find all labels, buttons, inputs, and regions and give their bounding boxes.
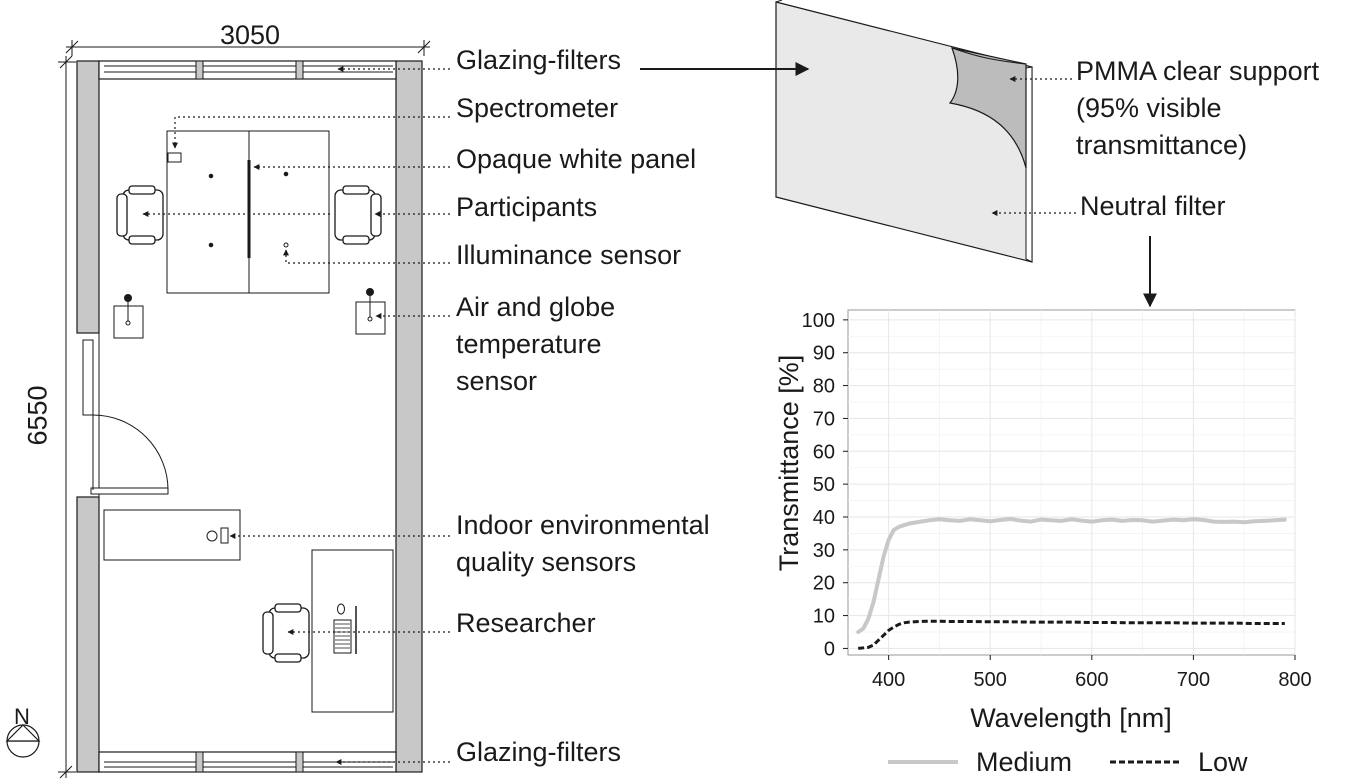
label-participants: Participants <box>456 192 598 222</box>
participant-chair-left <box>116 185 164 245</box>
legend-label-low: Low <box>1198 747 1248 777</box>
y-tick-label: 20 <box>813 573 835 595</box>
label-glazing-bottom: Glazing-filters <box>456 737 622 767</box>
y-tick-label: 50 <box>813 474 835 496</box>
x-axis-label: Wavelength [nm] <box>970 703 1172 733</box>
globe-sensor-left <box>113 294 144 339</box>
label-glazing-top: Glazing-filters <box>456 45 622 75</box>
label-spectrometer: Spectrometer <box>456 93 619 123</box>
label-researcher: Researcher <box>456 608 596 638</box>
floor-plan <box>5 40 450 779</box>
participant-chair-right <box>334 185 382 245</box>
y-tick-label: 80 <box>813 376 835 398</box>
chart-grid <box>848 310 1296 655</box>
door <box>82 332 169 498</box>
chart-legend: Medium Low <box>888 747 1248 777</box>
label-air-globe: Air and globe temperature sensor <box>456 292 616 396</box>
height-dimension-label: 6550 <box>22 385 53 446</box>
globe-sensor-right <box>355 288 386 335</box>
plot-panel <box>847 309 1296 656</box>
x-tick-label: 800 <box>1278 669 1311 691</box>
height-dimension <box>58 55 76 779</box>
y-tick-label: 30 <box>813 540 835 562</box>
transmittance-chart: 400 500 600 700 800 0 10 20 30 40 50 60 70 80 90 100 Wa… <box>774 309 1312 777</box>
x-tick-label: 400 <box>872 669 905 691</box>
ieq-desk <box>103 509 241 561</box>
filter-illustration <box>775 0 1033 263</box>
width-dimension <box>65 40 431 56</box>
x-tick-label: 700 <box>1177 669 1210 691</box>
north-label: N <box>14 704 30 729</box>
y-tick-label: 10 <box>813 606 835 628</box>
x-tick-label: 600 <box>1075 669 1108 691</box>
glazing-top <box>104 60 393 80</box>
legend-label-medium: Medium <box>976 747 1072 777</box>
label-illuminance: Illuminance sensor <box>456 240 682 270</box>
plan-leaders <box>142 66 450 765</box>
y-tick-label: 100 <box>802 310 835 332</box>
y-tick-label: 0 <box>824 638 835 660</box>
filter-arrows <box>640 62 1157 308</box>
y-axis-label: Transmittance [%] <box>774 355 804 572</box>
y-tick-label: 70 <box>813 408 835 430</box>
chart-ticks: 400 500 600 700 800 0 10 20 30 40 50 60 70 80 90 100 <box>802 310 1312 691</box>
label-opaque-panel: Opaque white panel <box>456 144 697 174</box>
y-tick-label: 60 <box>813 441 835 463</box>
label-neutral-filter: Neutral filter <box>1080 191 1226 221</box>
series-line-medium <box>856 517 1287 634</box>
participant-desks <box>166 130 330 294</box>
chart-series <box>856 517 1287 650</box>
label-pmma-support: PMMA clear support (95% visible transmit… <box>1076 56 1320 160</box>
x-tick-label: 500 <box>974 669 1007 691</box>
researcher-desk <box>311 549 394 713</box>
y-tick-label: 90 <box>813 343 835 365</box>
width-dimension-label: 3050 <box>220 20 281 50</box>
series-line-low <box>858 619 1285 650</box>
researcher-chair <box>262 603 310 663</box>
label-ieq: Indoor environmental quality sensors <box>456 510 710 577</box>
compass-icon <box>5 724 41 758</box>
y-tick-label: 40 <box>813 507 835 529</box>
